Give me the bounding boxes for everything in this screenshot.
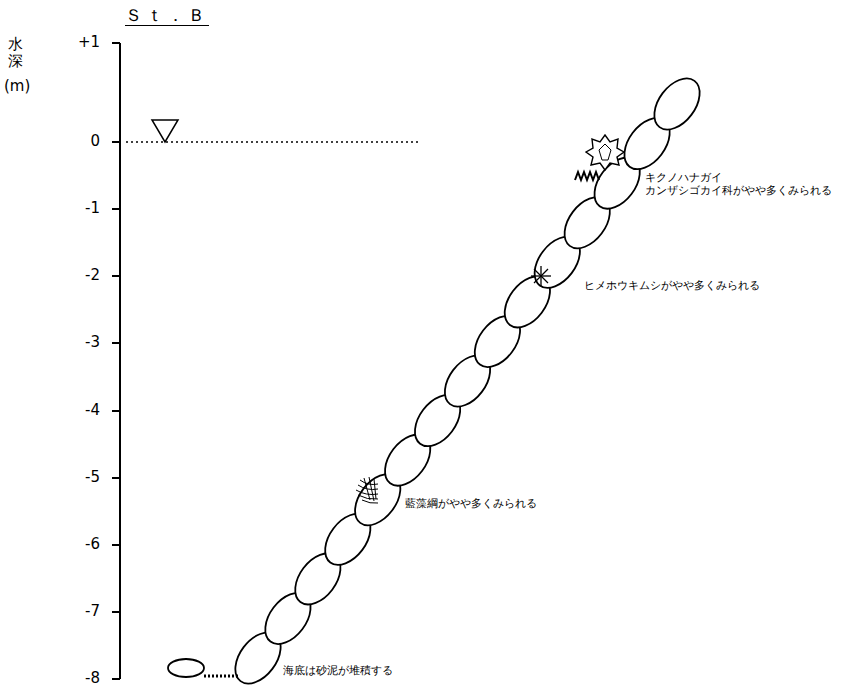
axis-tick [112, 678, 120, 680]
depth-value: -4 [85, 402, 100, 419]
depth-value: 0 [90, 133, 100, 150]
axis-tick [112, 544, 120, 546]
observation-note: キクノハナガイ カンザシゴカイ科がやや多くみられる [645, 172, 850, 197]
axis-unit: (m) [4, 78, 30, 95]
observation-note: ヒメホウキムシがやや多くみられる [584, 280, 760, 293]
axis-tick [112, 410, 120, 412]
axis-tick [112, 208, 120, 210]
shell-icon [599, 144, 611, 160]
water-level-line [126, 141, 420, 143]
depth-value: -5 [85, 469, 100, 486]
depth-axis [119, 43, 121, 679]
tubeworm-icon [575, 172, 599, 180]
observation-note: 海底は砂泥が堆積する [283, 665, 393, 678]
depth-value: +1 [78, 34, 100, 51]
algae-icon [356, 477, 378, 503]
axis-tick [112, 275, 120, 277]
axis-tick [112, 141, 120, 143]
armor-block [645, 70, 709, 138]
loose-block [168, 659, 204, 677]
depth-value: -6 [85, 536, 100, 553]
axis-tick [112, 477, 120, 479]
phoronid-icon [531, 266, 551, 286]
observation-note: 藍藻綱がやや多くみられる [405, 498, 537, 511]
axis-ticks [112, 43, 120, 679]
axis-title: 水深 [8, 36, 23, 69]
axis-tick [112, 342, 120, 344]
water-level-mark [152, 120, 178, 142]
shell-icon [586, 135, 624, 170]
axis-tick [112, 611, 120, 613]
depth-value: -1 [85, 200, 100, 217]
depth-value: -2 [85, 267, 100, 284]
armor-blocks [226, 70, 709, 691]
depth-value: -3 [85, 334, 100, 351]
station-title: Ｓｔ．Ｂ [125, 6, 209, 26]
axis-tick [112, 42, 120, 44]
sea-bed-line [204, 675, 238, 678]
depth-value: -8 [85, 670, 100, 687]
depth-value: -7 [85, 603, 100, 620]
